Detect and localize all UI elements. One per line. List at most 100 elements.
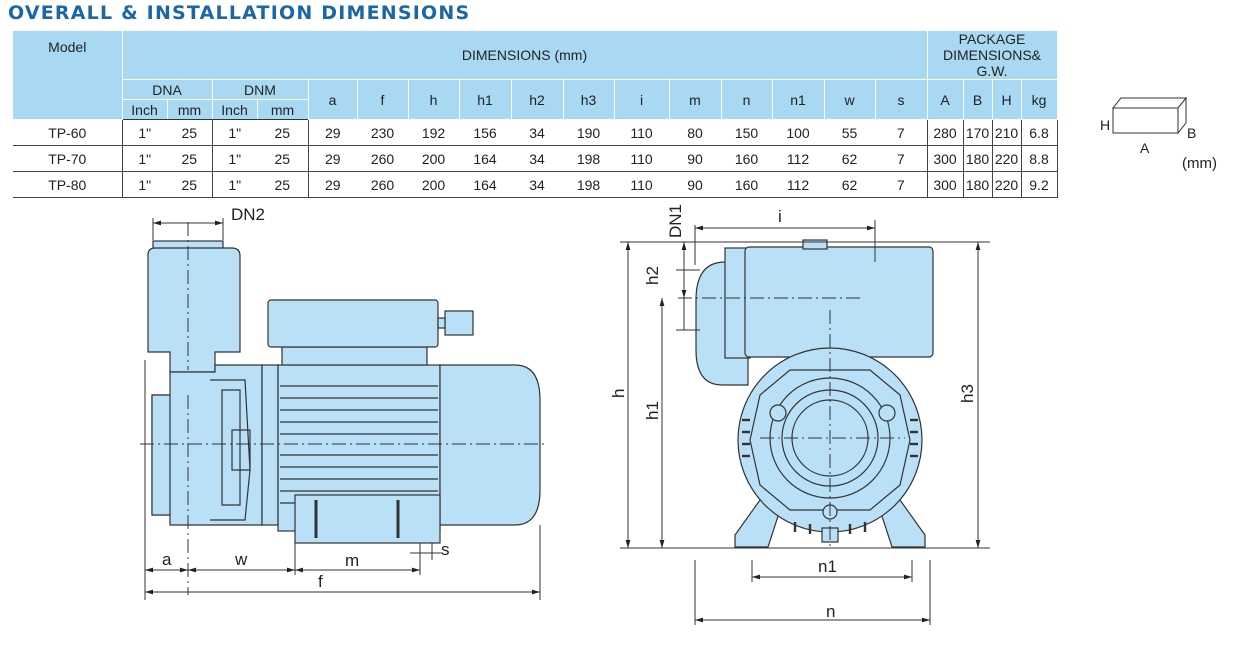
table-cell: 29 (308, 145, 357, 172)
table-row: TP-70 1" 25 1" 25 29 260 200 164 34 198 … (13, 145, 1058, 172)
table-row: TP-80 1" 25 1" 25 29 260 200 164 34 198 … (13, 171, 1058, 198)
col-header: h2 (511, 79, 564, 120)
a-label: a (162, 550, 172, 569)
box-h-label: H (1100, 117, 1110, 133)
table-cell: 170 (963, 119, 993, 146)
table-cell: 34 (511, 119, 563, 146)
table-cell: 25 (257, 145, 309, 172)
model-cell: TP-60 (13, 119, 123, 146)
table-cell: 210 (992, 119, 1022, 146)
table-cell: 1" (212, 171, 257, 198)
col-header: m (669, 79, 722, 120)
pkg-col-header: kg (1021, 79, 1058, 120)
table-cell: 29 (308, 171, 357, 198)
mm-header: mm (257, 99, 309, 120)
table-cell: 1" (212, 119, 257, 146)
h3-label: h3 (958, 384, 977, 403)
table-cell: 100 (772, 119, 824, 146)
table-cell: 7 (875, 119, 928, 146)
h1-label: h1 (643, 401, 662, 420)
col-header: i (614, 79, 670, 120)
table-cell: 160 (721, 145, 772, 172)
table-cell: 150 (721, 119, 772, 146)
table-cell: 6.8 (1021, 119, 1058, 146)
box-a-label: A (1140, 140, 1150, 156)
table-cell: 25 (167, 145, 213, 172)
front-view (620, 220, 990, 625)
table-cell: 34 (511, 145, 563, 172)
table-cell: 25 (167, 119, 213, 146)
table-cell: 220 (992, 171, 1022, 198)
dimensions-table: Model DIMENSIONS (mm) PACKAGE DIMENSIONS… (13, 31, 1058, 198)
table-cell: 8.8 (1021, 145, 1058, 172)
table-cell: 156 (459, 119, 511, 146)
table-cell: 90 (669, 171, 721, 198)
i-label: i (778, 207, 782, 226)
dimensions-header: DIMENSIONS (mm) (122, 31, 928, 80)
dnm-header: DNM (212, 79, 309, 100)
box-b-label: B (1187, 125, 1196, 141)
col-header: f (357, 79, 409, 120)
table-cell: 7 (875, 171, 928, 198)
table-cell: 192 (408, 119, 459, 146)
n-label: n (826, 602, 835, 621)
table-cell: 55 (824, 119, 875, 146)
table-cell: 62 (824, 145, 875, 172)
dna-header: DNA (122, 79, 213, 100)
mm-header: mm (167, 99, 213, 120)
table-cell: 34 (511, 171, 563, 198)
page-title: OVERALL & INSTALLATION DIMENSIONS (8, 2, 471, 24)
table-cell: 164 (459, 171, 511, 198)
table-cell: 112 (772, 171, 824, 198)
table-cell: 300 (927, 171, 964, 198)
h2-label: h2 (643, 266, 662, 285)
pkg-col-header: B (963, 79, 993, 120)
col-header: h1 (459, 79, 512, 120)
table-cell: 230 (357, 119, 408, 146)
table-cell: 90 (669, 145, 721, 172)
model-cell: TP-70 (13, 145, 123, 172)
table-cell: 1" (122, 171, 167, 198)
table-cell: 1" (212, 145, 257, 172)
pkg-col-header: A (927, 79, 964, 120)
pump-drawing: DN2 a w m s f (140, 204, 990, 625)
table-cell: 160 (721, 171, 772, 198)
table-cell: 62 (824, 171, 875, 198)
table-cell: 180 (963, 171, 993, 198)
model-header: Model (13, 31, 123, 120)
table-cell: 25 (257, 119, 309, 146)
col-header: n (721, 79, 773, 120)
col-header: h (408, 79, 460, 120)
n1-label: n1 (818, 557, 837, 576)
m-label: m (345, 551, 359, 570)
table-cell: 190 (563, 119, 614, 146)
col-header: h3 (563, 79, 615, 120)
side-view (140, 218, 548, 600)
table-cell: 9.2 (1021, 171, 1058, 198)
table-cell: 260 (357, 145, 408, 172)
table-cell: 220 (992, 145, 1022, 172)
table-cell: 110 (614, 145, 669, 172)
col-header: a (308, 79, 358, 120)
table-cell: 200 (408, 171, 459, 198)
table-cell: 1" (122, 119, 167, 146)
table-cell: 110 (614, 119, 669, 146)
table-cell: 260 (357, 171, 408, 198)
table-cell: 25 (167, 171, 213, 198)
table-cell: 29 (308, 119, 357, 146)
h-label: h (609, 389, 628, 398)
f-label: f (318, 572, 323, 591)
model-cell: TP-80 (13, 171, 123, 198)
pkg-col-header: H (992, 79, 1022, 120)
unit-label: (mm) (1182, 155, 1217, 172)
s-label: s (441, 540, 450, 559)
dn2-label: DN2 (231, 205, 265, 224)
table-cell: 1" (122, 145, 167, 172)
table-cell: 110 (614, 171, 669, 198)
table-cell: 112 (772, 145, 824, 172)
table-cell: 300 (927, 145, 964, 172)
package-box-illustration: H B A (mm) (1100, 96, 1217, 172)
table-cell: 200 (408, 145, 459, 172)
col-header: s (875, 79, 928, 120)
table-cell: 80 (669, 119, 721, 146)
